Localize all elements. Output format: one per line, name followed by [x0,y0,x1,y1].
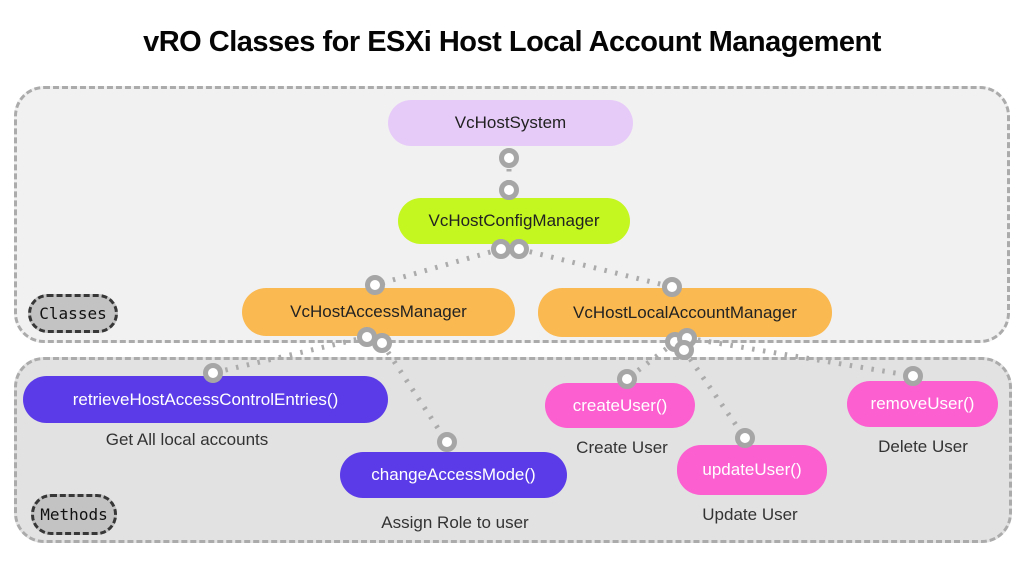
class-node-vchostlocalaccountmanager: VcHostLocalAccountManager [538,288,832,337]
class-node-vchostconfigmanager-label: VcHostConfigManager [428,211,600,230]
class-node-vchostlocalaccountmanager-label: VcHostLocalAccountManager [573,302,797,322]
class-node-vchostaccessmanager-label: VcHostAccessManager [290,302,467,321]
methods-group-label: Methods [31,494,117,535]
method-node-createuser-label: createUser() [572,395,668,415]
method-node-removeuser: removeUser() [847,381,998,427]
method-node-createuser: createUser() [545,383,695,428]
method-description-changeaccessmode: Assign Role to user [381,513,529,532]
method-description-removeuser: Delete User [878,437,968,456]
method-description-createuser: Create User [576,438,668,457]
class-node-vchostsystem-label: VcHostSystem [454,113,567,132]
method-node-retrievehostaccesscontrolentries-label: retrieveHostAccessControlEntries() [72,389,339,409]
method-description-updateuser: Update User [702,505,798,524]
method-node-changeaccessmode-label: changeAccessMode() [371,465,536,484]
diagram-title: vRO Classes for ESXi Host Local Account … [143,26,881,58]
class-node-vchostsystem: VcHostSystem [388,100,633,146]
method-node-updateuser: updateUser() [677,445,827,495]
method-node-changeaccessmode: changeAccessMode() [340,452,567,498]
connector-endpoint-icon [674,340,694,360]
method-description-retrievehostaccesscontrolentries: Get All local accounts [105,430,269,449]
classes-group-label: Classes [28,294,118,333]
class-node-vchostaccessmanager: VcHostAccessManager [242,288,515,336]
class-node-vchostconfigmanager: VcHostConfigManager [398,198,630,244]
classes-group-label-text: Classes [39,304,107,323]
method-node-removeuser-label: removeUser() [870,394,975,413]
method-node-updateuser-label: updateUser() [702,460,802,479]
method-node-retrievehostaccesscontrolentries: retrieveHostAccessControlEntries() [23,376,388,423]
methods-group-label-text: Methods [40,505,108,524]
